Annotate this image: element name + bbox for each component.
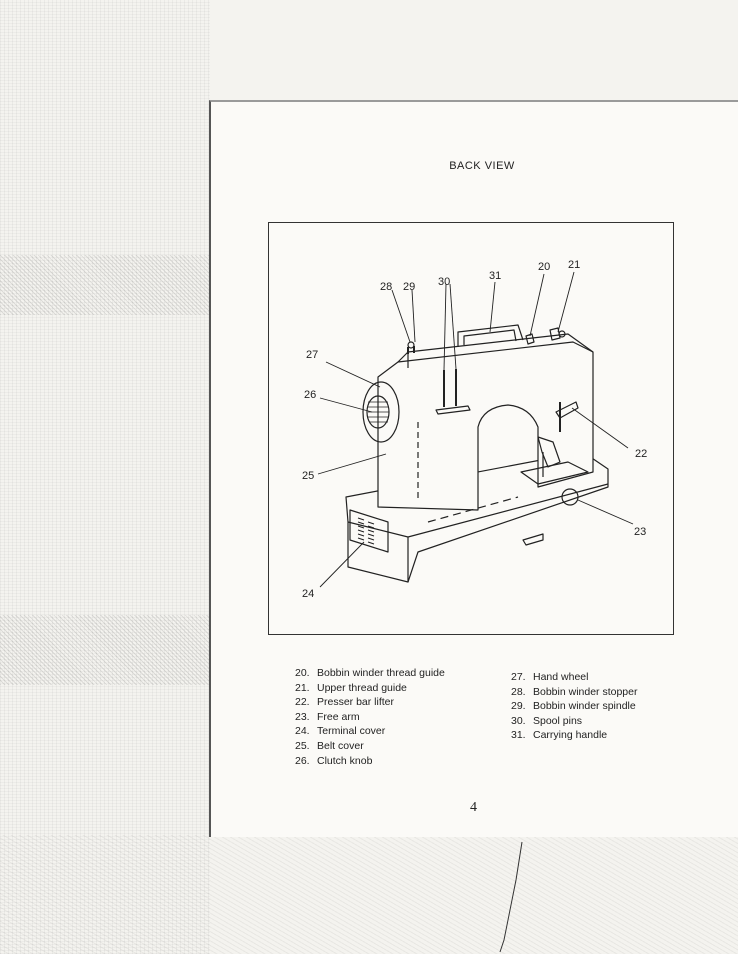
leader-line-29 [411,289,416,343]
callout-30: 30 [438,276,450,288]
scan-texture-bottom [0,835,738,954]
leader-line-26 [319,397,373,413]
scan-stroke-mark [499,841,523,953]
parts-list-item: 31.Carrying handle [511,729,608,742]
carrying-handle [457,324,524,347]
leader-line-24 [319,541,365,588]
callout-25: 25 [302,470,314,482]
parts-list-item: 20.Bobbin winder thread guide [295,667,445,679]
leader-line-28 [391,289,411,343]
parts-list-item: 28.Bobbin winder stopper [511,685,638,698]
callout-31: 31 [489,270,501,282]
parts-list-item: 24.Terminal cover [295,725,386,738]
leader-line-21 [557,271,575,333]
callout-22: 22 [635,448,647,460]
leader-line-27 [325,361,381,388]
hand-wheel [362,381,400,443]
scan-texture-left [0,0,210,954]
terminal-cover-shape [349,509,389,553]
figure-frame [268,222,674,635]
parts-list-item: 23.Free arm [295,710,360,723]
leader-line-30b [449,283,457,370]
parts-list-left: 20.Bobbin winder thread guide 21.Upper t… [295,666,445,768]
parts-list-item: 27.Hand wheel [511,671,589,683]
callout-29: 29 [403,281,415,293]
parts-list-item: 30.Spool pins [511,714,583,727]
sewing-machine-back-view-illustration: 20 21 22 23 24 25 26 27 28 29 30 31 [302,259,647,600]
callout-23: 23 [634,526,646,538]
callout-20: 20 [538,261,550,273]
presser-bar-lifter [555,401,579,419]
callout-26: 26 [304,389,316,401]
scan-noise-band [0,255,215,315]
section-heading: BACK VIEW [449,160,515,172]
parts-list-item: 21.Upper thread guide [295,681,407,694]
parts-list-item: 26.Clutch knob [295,754,373,767]
parts-list-item: 22.Presser bar lifter [295,696,395,709]
leader-line-20 [529,273,545,337]
leader-line-30a [443,283,447,371]
leader-line-22 [571,407,629,449]
parts-list-item: 25.Belt cover [295,739,364,752]
free-arm-end [561,488,579,506]
leader-line-25 [317,453,387,475]
parts-list-right: 27.Hand wheel 28.Bobbin winder stopper 2… [511,670,637,743]
callout-27: 27 [306,349,318,361]
leader-line-31 [489,281,496,333]
parts-list-item: 29.Bobbin winder spindle [511,700,636,713]
callout-21: 21 [568,259,580,271]
scan-noise-band [0,615,215,685]
page-number: 4 [470,800,477,815]
callout-24: 24 [302,588,314,600]
leader-line-23 [577,499,634,525]
callout-28: 28 [380,281,392,293]
